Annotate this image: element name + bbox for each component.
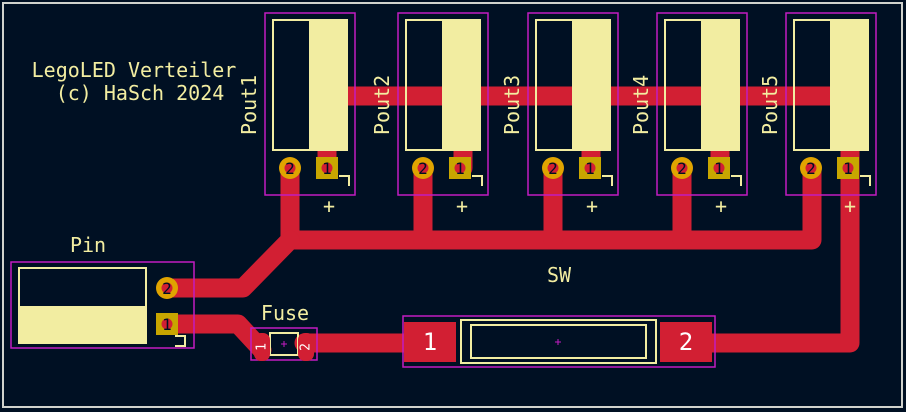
output-connector: Pout5 2 1 + <box>758 12 877 218</box>
connector-pad-1-hole <box>454 162 466 174</box>
connector-pad-2-hole <box>805 162 817 174</box>
connector-courtyard <box>785 12 877 196</box>
connector-body-fill <box>309 20 347 150</box>
connector-plus-mark: + <box>715 194 727 218</box>
switch-ref: SW <box>547 263 572 287</box>
pin-courtyard <box>10 261 195 349</box>
pin-pad-2-hole <box>161 282 173 294</box>
connector-plus-mark: + <box>844 194 856 218</box>
connector-body-fill <box>830 20 868 150</box>
connector-plus-mark: + <box>456 194 468 218</box>
pin-connector-ref: Pin <box>70 233 106 257</box>
connector-body-fill <box>572 20 610 150</box>
connector-corner-mark <box>472 175 483 186</box>
connector-courtyard <box>527 12 619 196</box>
connector-body-fill <box>442 20 480 150</box>
connector-pad-1-hole <box>842 162 854 174</box>
connector-corner-mark <box>602 175 613 186</box>
connector-courtyard <box>397 12 489 196</box>
connector-plus-mark: + <box>586 194 598 218</box>
pin-connector: Pin 2 1 <box>10 233 195 349</box>
switch-courtyard <box>402 315 716 368</box>
trace-pin2 <box>157 230 300 298</box>
switch-body-outer <box>460 319 657 364</box>
connector-ref: Pout2 <box>370 75 394 135</box>
connector-pad-2-hole <box>547 162 559 174</box>
connector-courtyard <box>264 12 356 196</box>
connector-pad-2-label: 2 <box>806 159 816 178</box>
board-title: LegoLED Verteiler <box>32 58 237 82</box>
connector-corner-mark <box>731 175 742 186</box>
connector-pad-2-label: 2 <box>548 159 558 178</box>
fuse-pad-1-label: 1 <box>255 343 270 351</box>
connector-ref: Pout1 <box>237 75 261 135</box>
connector-pad-1-hole <box>321 162 333 174</box>
connector-ref: Pout5 <box>758 75 782 135</box>
connector-corner-mark <box>339 175 350 186</box>
connector-pad-2-hole <box>284 162 296 174</box>
connector-pad-2-label: 2 <box>285 159 295 178</box>
fuse-ref: Fuse <box>261 301 309 325</box>
pin-pad-1-label: 1 <box>162 315 172 334</box>
connector-pad-2-hole <box>676 162 688 174</box>
connector-pad-1-label: 1 <box>585 159 595 178</box>
fuse-pad-2 <box>298 333 314 361</box>
fuse-courtyard <box>250 327 318 361</box>
connector-ref: Pout3 <box>500 75 524 135</box>
connector-body-fill <box>701 20 739 150</box>
connector-corner-mark <box>860 175 871 186</box>
board-outline <box>2 2 903 408</box>
connector-pad-2-label: 2 <box>677 159 687 178</box>
fuse-pad-1 <box>254 333 270 361</box>
switch-pad-2-label: 2 <box>679 328 693 356</box>
connector-pad-1-label: 1 <box>843 159 853 178</box>
connector-pad-1-hole <box>713 162 725 174</box>
connector-pad-1-label: 1 <box>714 159 724 178</box>
connector-courtyard <box>656 12 748 196</box>
board-copyright: (c) HaSch 2024 <box>56 81 225 105</box>
switch: SW 1 2 <box>402 263 716 368</box>
output-connector: Pout3 2 1 + <box>500 12 619 218</box>
output-connectors: Pout1 2 1 + Pout2 2 1 + Pout3 2 1 + Pout4 2 1 + Pout5 2 1 + <box>237 12 877 218</box>
connector-plus-mark: + <box>323 194 335 218</box>
fuse: Fuse 1 2 <box>250 301 318 361</box>
switch-pad-1 <box>404 322 456 362</box>
pin-body-fill <box>19 306 146 343</box>
switch-pad-2 <box>660 322 712 362</box>
switch-pad-1-label: 1 <box>423 328 437 356</box>
output-connector: Pout4 2 1 + <box>629 12 748 218</box>
connector-pad-1-label: 1 <box>322 159 332 178</box>
pin-pad-1-hole <box>161 318 173 330</box>
switch-body-inner <box>470 324 647 359</box>
pin-corner-mark <box>175 335 186 347</box>
output-connector: Pout2 2 1 + <box>370 12 489 218</box>
connector-pad-2-label: 2 <box>418 159 428 178</box>
pin-pad-2-label: 2 <box>162 279 172 298</box>
fuse-pad-2-label: 2 <box>299 343 314 351</box>
connector-ref: Pout4 <box>629 75 653 135</box>
connector-pad-1-label: 1 <box>455 159 465 178</box>
output-connector: Pout1 2 1 + <box>237 12 356 218</box>
connector-pad-2-hole <box>417 162 429 174</box>
connector-pad-1-hole <box>584 162 596 174</box>
